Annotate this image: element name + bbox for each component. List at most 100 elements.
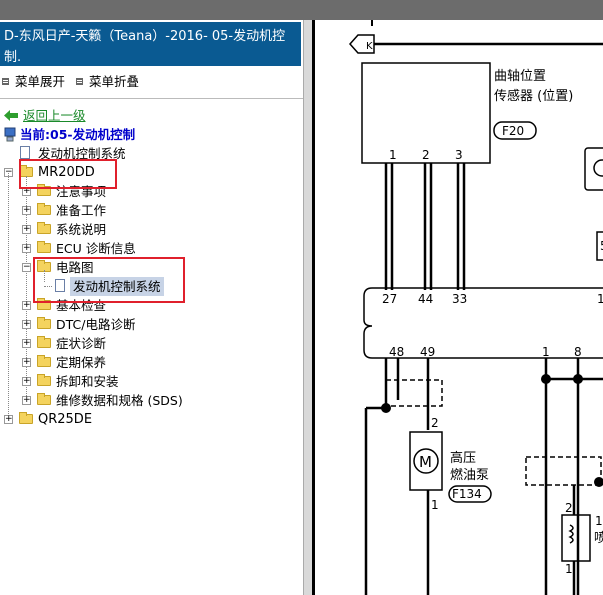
expand-toggle-icon[interactable]: +: [22, 205, 31, 215]
tree-guide-line: [26, 176, 27, 400]
document-icon: [20, 146, 30, 159]
collapse-icon: [76, 78, 83, 85]
expand-toggle-icon[interactable]: +: [22, 357, 31, 367]
tree-item-ecu-diagnosis[interactable]: + ECU 诊断信息: [0, 239, 240, 258]
tree-item-engine-control-system[interactable]: 发动机控制系统: [0, 144, 240, 163]
tree-guide-line: [44, 286, 52, 287]
crank-sensor-connector-badge: [493, 121, 537, 140]
panel-splitter[interactable]: [303, 20, 312, 595]
divider: [0, 98, 303, 99]
fuel-pump-box: [409, 431, 443, 491]
highlight-box: [33, 257, 185, 303]
collapse-toggle-icon[interactable]: −: [22, 262, 31, 272]
tree-item-label: 发动机控制系统: [38, 146, 126, 161]
expand-toggle-icon[interactable]: +: [22, 338, 31, 348]
tree-item-label: 症状诊断: [56, 336, 107, 351]
pin-label: 1: [565, 562, 573, 576]
expand-menu-button[interactable]: 菜单展开: [2, 71, 65, 90]
folder-icon: [37, 393, 51, 405]
tree-item-label: 系统说明: [56, 222, 107, 237]
tree-item-label: DTC/电路诊断: [56, 317, 136, 332]
crank-sensor-connector-label: F20: [502, 124, 524, 138]
partial-component-box: [596, 231, 603, 261]
top-toolbar: [0, 0, 603, 20]
pin-label: 1: [389, 148, 397, 162]
tree-item-label-selected: 发动机控制系统: [70, 277, 164, 296]
panel-border: [312, 20, 315, 595]
highlight-box: [19, 159, 117, 189]
junction-dot: [573, 374, 583, 384]
motor-symbol-label: M: [419, 453, 432, 471]
tree-item-system-description[interactable]: + 系统说明: [0, 220, 240, 239]
tree-item-label: QR25DE: [38, 412, 93, 427]
tree-guide-line: [8, 173, 9, 420]
back-link-label: 返回上一级: [23, 108, 86, 123]
expand-toggle-icon[interactable]: +: [22, 243, 31, 253]
pin-label: 1: [595, 514, 603, 528]
dashed-splice-box: [385, 379, 443, 407]
expand-toggle-icon[interactable]: +: [22, 319, 31, 329]
tree-item-removal-installation[interactable]: + 拆卸和安装: [0, 372, 240, 391]
coil-symbol: [568, 524, 574, 544]
folder-icon: [19, 412, 33, 424]
left-panel: D-东风日产-天籁（Teana）-2016- 05-发动机控制. 菜单展开 菜单…: [0, 20, 303, 595]
motor-symbol: [413, 448, 439, 474]
menu-bar: 菜单展开 菜单折叠: [0, 68, 303, 90]
partial-component-box: [584, 147, 603, 191]
junction-dot: [541, 374, 551, 384]
tree-item-label: 定期保养: [56, 355, 107, 370]
tree-item-preparation[interactable]: + 准备工作: [0, 201, 240, 220]
folder-icon: [37, 374, 51, 386]
tree-item-service-data-sds[interactable]: + 维修数据和规格 (SDS): [0, 391, 240, 410]
expand-toggle-icon[interactable]: +: [22, 395, 31, 405]
tree-item-qr25de[interactable]: + QR25DE: [0, 410, 240, 429]
connector-k-label: K: [366, 41, 373, 52]
tree-item-periodic-maintenance[interactable]: + 定期保养: [0, 353, 240, 372]
document-icon: [55, 279, 65, 292]
pin-label: 3: [455, 148, 463, 162]
folder-icon: [37, 317, 51, 329]
tree-item-label: 维修数据和规格 (SDS): [56, 393, 183, 408]
pin-label: 2: [431, 416, 439, 430]
expand-toggle-icon[interactable]: +: [4, 414, 13, 424]
wiring-diagram: K 曲轴位置 传感器 (位置) F20 1 2 3 27 44 33 1 48 …: [348, 20, 603, 595]
document-title: D-东风日产-天籁（Teana）-2016- 05-发动机控制.: [0, 22, 301, 66]
green-back-arrow-icon: [4, 110, 18, 121]
folder-icon: [37, 336, 51, 348]
injector-label-partial: 喷: [594, 531, 603, 546]
folder-icon: [37, 184, 51, 196]
tree-item-label: 电路图: [56, 260, 94, 275]
tree-item-wiring-engine-control-system[interactable]: 发动机控制系统: [0, 277, 240, 296]
partial-box-label: 5: [600, 239, 603, 253]
pin-label: 8: [574, 345, 582, 359]
folder-icon: [37, 298, 51, 310]
fuel-pump-label-1: 高压: [450, 450, 476, 466]
pin-label: 2: [422, 148, 430, 162]
pin-label: 27: [382, 292, 397, 306]
tree-item-mr20dd[interactable]: − MR20DD: [0, 163, 240, 182]
tree-item-label: MR20DD: [38, 165, 95, 180]
folder-icon: [37, 222, 51, 234]
pin-label: 2: [565, 501, 573, 515]
pin-label: 48: [389, 345, 404, 359]
expand-toggle-icon[interactable]: +: [22, 300, 31, 310]
expand-menu-label: 菜单展开: [15, 74, 66, 89]
folder-icon: [37, 203, 51, 215]
tree-item-label: 准备工作: [56, 203, 107, 218]
tree-item-wiring-diagram[interactable]: − 电路图: [0, 258, 240, 277]
computer-icon: [4, 127, 16, 142]
fuel-pump-connector-badge: [448, 485, 492, 503]
collapse-menu-label: 菜单折叠: [89, 74, 140, 89]
folder-icon: [37, 241, 51, 253]
expand-icon: [2, 78, 9, 85]
expand-toggle-icon[interactable]: +: [22, 224, 31, 234]
tree-item-dtc-diagnosis[interactable]: + DTC/电路诊断: [0, 315, 240, 334]
crank-sensor-label-2: 传感器 (位置): [494, 88, 573, 104]
expand-toggle-icon[interactable]: +: [22, 376, 31, 386]
pin-label: 1: [542, 345, 550, 359]
tree-item-symptom-diagnosis[interactable]: + 症状诊断: [0, 334, 240, 353]
pin-label: 49: [420, 345, 435, 359]
dashed-splice-box: [525, 456, 602, 486]
collapse-menu-button[interactable]: 菜单折叠: [76, 71, 139, 90]
tree-item-label: ECU 诊断信息: [56, 241, 136, 256]
